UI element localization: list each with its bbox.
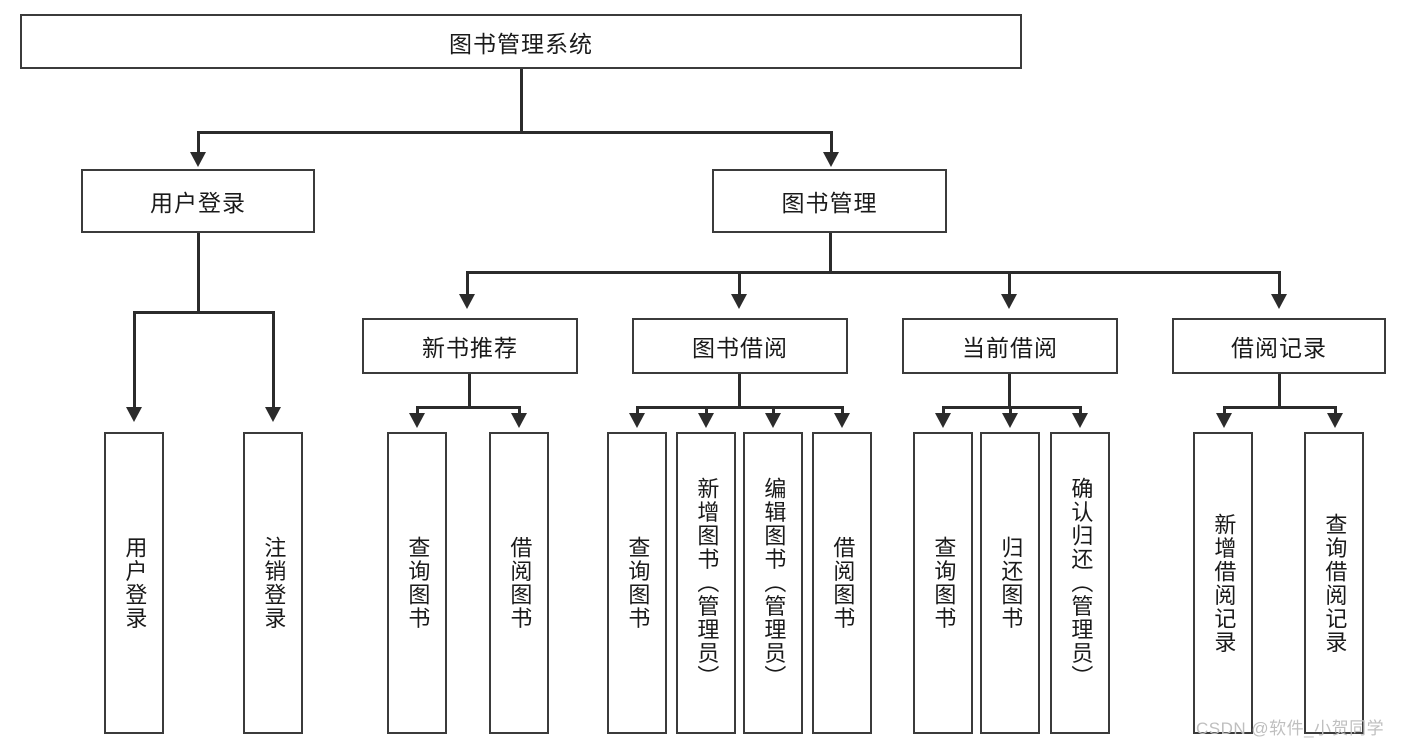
edge-recommend-drop-1 [416,406,419,416]
node-borrow-record[interactable]: 借阅记录 [1172,318,1386,374]
leaf-query-borrow-record[interactable]: 查询借阅记录 [1304,432,1364,734]
arrow-down-icon [265,407,281,422]
edge-book-mgmt-drop-3 [1008,271,1011,298]
arrow-down-icon [190,152,206,167]
leaf-add-book-admin[interactable]: 新增图书（管理员） [676,432,736,734]
edge-borrow-bar [636,406,843,409]
leaf-query-book-borrow[interactable]: 查询图书 [607,432,667,734]
edge-record-bar [1223,406,1337,409]
leaf-label: 查询图书 [931,536,957,630]
node-book-borrow[interactable]: 图书借阅 [632,318,848,374]
leaf-confirm-return-admin[interactable]: 确认归还（管理员） [1050,432,1110,734]
node-root-system[interactable]: 图书管理系统 [20,14,1022,69]
edge-recommend-bar [416,406,521,409]
edge-book-mgmt-drop-1 [466,271,469,298]
arrow-down-icon [409,413,425,428]
edge-current-drop-3 [1079,406,1082,416]
edge-borrow-drop-1 [636,406,639,416]
edge-root-drop-left [197,131,200,156]
arrow-down-icon [823,152,839,167]
leaf-label: 新增图书（管理员） [694,477,720,689]
arrow-down-icon [935,413,951,428]
arrow-down-icon [698,413,714,428]
leaf-label: 查询借阅记录 [1322,512,1348,654]
leaf-label: 确认归还（管理员） [1068,477,1094,689]
arrow-down-icon [511,413,527,428]
leaf-query-book-recommend[interactable]: 查询图书 [387,432,447,734]
edge-book-mgmt-drop-2 [738,271,741,298]
node-book-management[interactable]: 图书管理 [712,169,947,233]
leaf-label: 查询图书 [625,536,651,630]
leaf-label: 编辑图书（管理员） [761,477,787,689]
arrow-down-icon [126,407,142,422]
edge-current-bar [942,406,1082,409]
arrow-down-icon [1271,294,1287,309]
node-new-book-recommend[interactable]: 新书推荐 [362,318,578,374]
arrow-down-icon [834,413,850,428]
leaf-user-login[interactable]: 用户登录 [104,432,164,734]
leaf-label: 用户登录 [122,536,148,630]
edge-record-drop-2 [1334,406,1337,416]
leaf-logout-login[interactable]: 注销登录 [243,432,303,734]
edge-borrow-drop-2 [705,406,708,416]
edge-borrow-stem [738,374,741,406]
edge-current-drop-2 [1009,406,1012,416]
node-current-borrow[interactable]: 当前借阅 [902,318,1118,374]
leaf-borrow-book[interactable]: 借阅图书 [812,432,872,734]
edge-root-stem [520,69,523,131]
arrow-down-icon [1327,413,1343,428]
edge-user-login-stem [197,233,200,311]
arrow-down-icon [1072,413,1088,428]
leaf-label: 借阅图书 [830,536,856,630]
arrow-down-icon [1001,294,1017,309]
edge-user-login-bar [133,311,275,314]
edge-book-mgmt-bar [466,271,1281,274]
arrow-down-icon [459,294,475,309]
leaf-label: 查询图书 [405,536,431,630]
leaf-edit-book-admin[interactable]: 编辑图书（管理员） [743,432,803,734]
edge-borrow-drop-3 [772,406,775,416]
edge-user-login-drop-2 [272,311,275,411]
arrow-down-icon [1002,413,1018,428]
arrow-down-icon [629,413,645,428]
arrow-down-icon [765,413,781,428]
edge-recommend-drop-2 [518,406,521,416]
leaf-label: 借阅图书 [507,536,533,630]
leaf-borrow-book-recommend[interactable]: 借阅图书 [489,432,549,734]
edge-root-bar [197,131,833,134]
node-user-login[interactable]: 用户登录 [81,169,315,233]
leaf-label: 注销登录 [261,536,287,630]
leaf-return-book[interactable]: 归还图书 [980,432,1040,734]
edge-user-login-drop-1 [133,311,136,411]
edge-record-stem [1278,374,1281,406]
edge-record-drop-1 [1223,406,1226,416]
leaf-query-book-current[interactable]: 查询图书 [913,432,973,734]
arrow-down-icon [731,294,747,309]
edge-recommend-stem [468,374,471,406]
edge-borrow-drop-4 [841,406,844,416]
watermark-text: CSDN @软件_小贺同学 [1196,719,1385,738]
edge-book-mgmt-drop-4 [1278,271,1281,298]
leaf-label: 归还图书 [998,536,1024,630]
edge-current-stem [1008,374,1011,406]
edge-book-mgmt-stem [829,233,832,271]
edge-current-drop-1 [942,406,945,416]
leaf-add-borrow-record[interactable]: 新增借阅记录 [1193,432,1253,734]
edge-root-drop-right [830,131,833,156]
leaf-label: 新增借阅记录 [1211,512,1237,654]
arrow-down-icon [1216,413,1232,428]
